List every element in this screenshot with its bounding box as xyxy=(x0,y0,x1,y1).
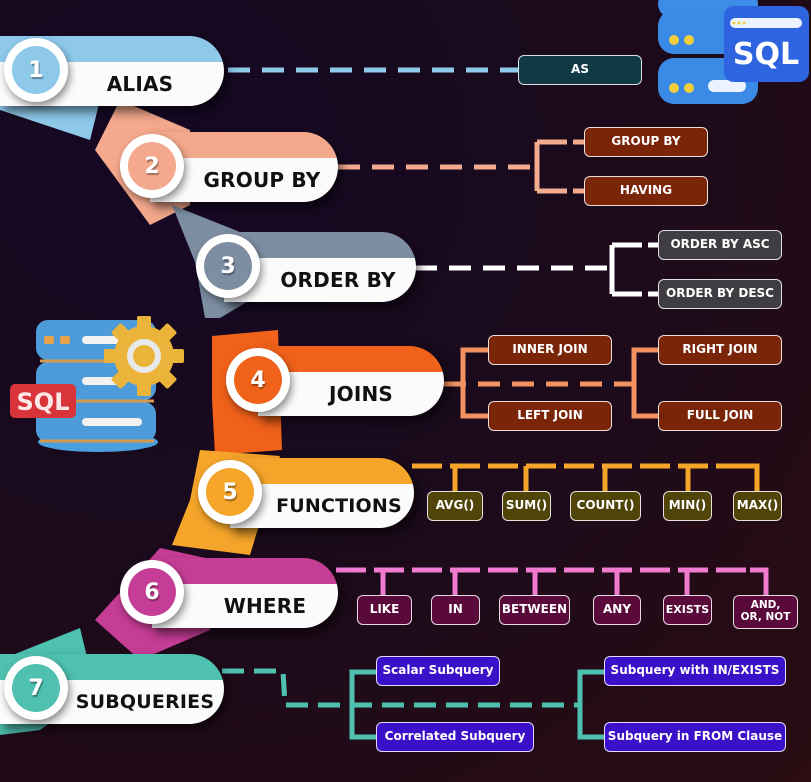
chip-correlated-subquery[interactable]: Correlated Subquery xyxy=(376,722,534,752)
chip-min[interactable]: MIN() xyxy=(663,491,712,521)
chip-full-join[interactable]: FULL JOIN xyxy=(658,401,782,431)
topic-label: JOINS xyxy=(328,382,394,406)
chip-subquery-from-clause[interactable]: Subquery in FROM Clause xyxy=(604,722,786,752)
topic-number-badge: 6 xyxy=(120,560,184,624)
chip-like[interactable]: LIKE xyxy=(357,595,412,625)
chip-avg[interactable]: AVG() xyxy=(427,491,483,521)
chip-between[interactable]: BETWEEN xyxy=(499,595,570,625)
topic-where[interactable]: WHERE xyxy=(152,558,338,628)
chip-scalar-subquery[interactable]: Scalar Subquery xyxy=(376,656,500,686)
topic-label: FUNCTIONS xyxy=(276,495,402,517)
chip-right-join[interactable]: RIGHT JOIN xyxy=(658,335,782,365)
number-6: 6 xyxy=(128,568,176,616)
database-gear-sql-icon: SQL xyxy=(8,312,188,457)
number-7: 7 xyxy=(12,664,60,712)
chip-in[interactable]: IN xyxy=(431,595,480,625)
chip-exists[interactable]: EXISTS xyxy=(663,595,712,625)
topic-number-badge: 2 xyxy=(120,134,184,198)
chip-any[interactable]: ANY xyxy=(593,595,641,625)
topic-number-badge: 7 xyxy=(4,656,68,720)
topic-label: GROUP BY xyxy=(203,168,321,192)
topic-label: ORDER BY xyxy=(280,268,396,292)
chip-as[interactable]: AS xyxy=(518,55,642,85)
chip-left-join[interactable]: LEFT JOIN xyxy=(488,401,612,431)
connector-functions xyxy=(412,463,760,492)
topic-number-badge: 3 xyxy=(196,234,260,298)
chip-group-by[interactable]: GROUP BY xyxy=(584,127,708,157)
connector-where xyxy=(336,567,769,596)
topic-label: WHERE xyxy=(223,594,307,618)
number-3: 3 xyxy=(204,242,252,290)
chip-having[interactable]: HAVING xyxy=(584,176,708,206)
gear-icon xyxy=(104,316,184,396)
connector-subqueries xyxy=(222,668,604,740)
number-5: 5 xyxy=(206,468,254,516)
number-2: 2 xyxy=(128,142,176,190)
topic-number-badge: 4 xyxy=(226,348,290,412)
connector-orderby xyxy=(415,242,658,297)
topic-number-badge: 5 xyxy=(198,460,262,524)
chip-inner-join[interactable]: INNER JOIN xyxy=(488,335,612,365)
chip-subquery-in-exists[interactable]: Subquery with IN/EXISTS xyxy=(604,656,786,686)
topic-label: ALIAS xyxy=(106,72,174,96)
chip-sum[interactable]: SUM() xyxy=(502,491,551,521)
number-1: 1 xyxy=(12,46,60,94)
sql-text: SQL xyxy=(733,37,799,72)
connector-groupby xyxy=(338,139,584,194)
database-sql-icon: SQL xyxy=(656,0,811,112)
chip-order-by-desc[interactable]: ORDER BY DESC xyxy=(658,279,782,309)
connector-joins xyxy=(444,347,658,419)
chip-count[interactable]: COUNT() xyxy=(570,491,641,521)
topic-label: SUBQUERIES xyxy=(75,691,215,713)
topic-number-badge: 1 xyxy=(4,38,68,102)
sql-text: SQL xyxy=(17,388,70,416)
number-4: 4 xyxy=(234,356,282,404)
chip-and-or-not[interactable]: AND, OR, NOT xyxy=(733,595,798,629)
chip-order-by-asc[interactable]: ORDER BY ASC xyxy=(658,230,782,260)
chip-max[interactable]: MAX() xyxy=(733,491,782,521)
